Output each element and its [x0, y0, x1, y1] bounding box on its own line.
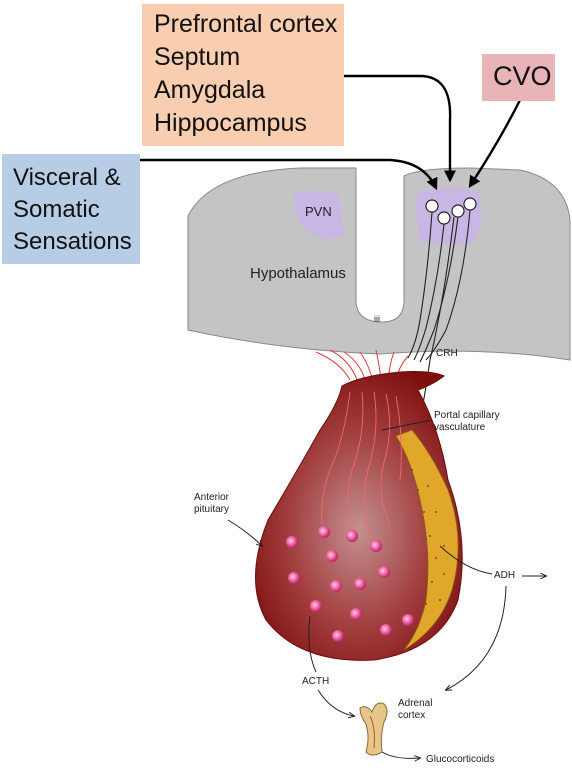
neuron-cell-body	[425, 199, 439, 213]
cvo-box: CVO	[482, 54, 555, 101]
neuron-cell-body	[463, 197, 477, 211]
cvo-input-arrow	[468, 99, 522, 189]
adh-to-adrenal-arrow	[446, 585, 507, 690]
secretory-cell	[354, 578, 366, 590]
sensations-line1: Visceral &	[13, 164, 121, 191]
input-region-prefrontal: Prefrontal cortex	[154, 10, 338, 38]
anterior-pituitary-arrow	[227, 519, 262, 546]
secretory-cell	[370, 540, 382, 552]
neuron-cell-body	[437, 211, 451, 225]
adh-label: ADH	[494, 570, 515, 581]
secretory-cell	[346, 530, 358, 542]
secretory-cell	[332, 630, 344, 642]
secretory-cell	[380, 624, 392, 636]
adrenal-gland	[359, 702, 388, 756]
portal-label-line1: Portal capillary	[434, 410, 500, 421]
adrenal-label-line1: Adrenal	[398, 698, 432, 709]
secretory-cell	[318, 526, 330, 538]
anterior-pituitary-label-line1: Anterior	[194, 492, 230, 503]
cortical-input-arrow	[344, 74, 456, 183]
posterior-pituitary	[395, 429, 459, 651]
adh-secretion-arrow	[439, 545, 493, 575]
secretory-cell	[288, 572, 300, 584]
third-ventricle-label: iii	[374, 314, 380, 324]
pvn-nucleus-left	[294, 191, 344, 239]
pvn-label: PVN	[305, 204, 332, 219]
portal-capillaries	[321, 391, 402, 537]
hypothalamus-label: Hypothalamus	[250, 265, 346, 282]
secretory-cells	[286, 526, 414, 642]
secretory-cell	[286, 536, 298, 548]
cvo-label: CVO	[493, 61, 552, 91]
glucocorticoid-arrow	[381, 751, 420, 758]
acth-label: ACTH	[302, 676, 329, 687]
input-region-amygdala: Amygdala	[154, 76, 266, 104]
secretory-cell	[310, 600, 322, 612]
secretory-cell	[378, 566, 390, 578]
anterior-pituitary-label-line2: pituitary	[194, 504, 229, 515]
crh-label: CRH	[436, 348, 458, 359]
sensations-box: Visceral & Somatic Sensations	[2, 154, 140, 264]
neuron-cell-body	[451, 204, 465, 218]
secretory-cell	[326, 550, 338, 562]
secretory-cell	[330, 580, 342, 592]
input-region-septum: Septum	[154, 43, 241, 71]
adrenal-label-line2: cortex	[398, 710, 425, 721]
sensations-line2: Somatic	[13, 196, 100, 223]
cortical-inputs-box: Prefrontal cortex Septum Amygdala Hippoc…	[142, 4, 344, 146]
secretory-cell	[350, 608, 362, 620]
secretory-cell	[402, 614, 414, 626]
sensations-line3: Sensations	[13, 228, 132, 255]
hypothalamus-region	[187, 167, 571, 361]
glucocorticoids-label: Glucocorticoids	[426, 754, 494, 765]
acth-to-adrenal-arrow	[317, 689, 354, 716]
sensation-input-arrow	[140, 158, 438, 191]
portal-label-line2: vasculature	[434, 422, 486, 433]
posterior-pituitary-dots	[411, 469, 445, 605]
portal-pointer-line	[381, 419, 433, 431]
acth-stem-line	[308, 615, 317, 673]
input-region-hippocampus: Hippocampus	[154, 109, 307, 137]
